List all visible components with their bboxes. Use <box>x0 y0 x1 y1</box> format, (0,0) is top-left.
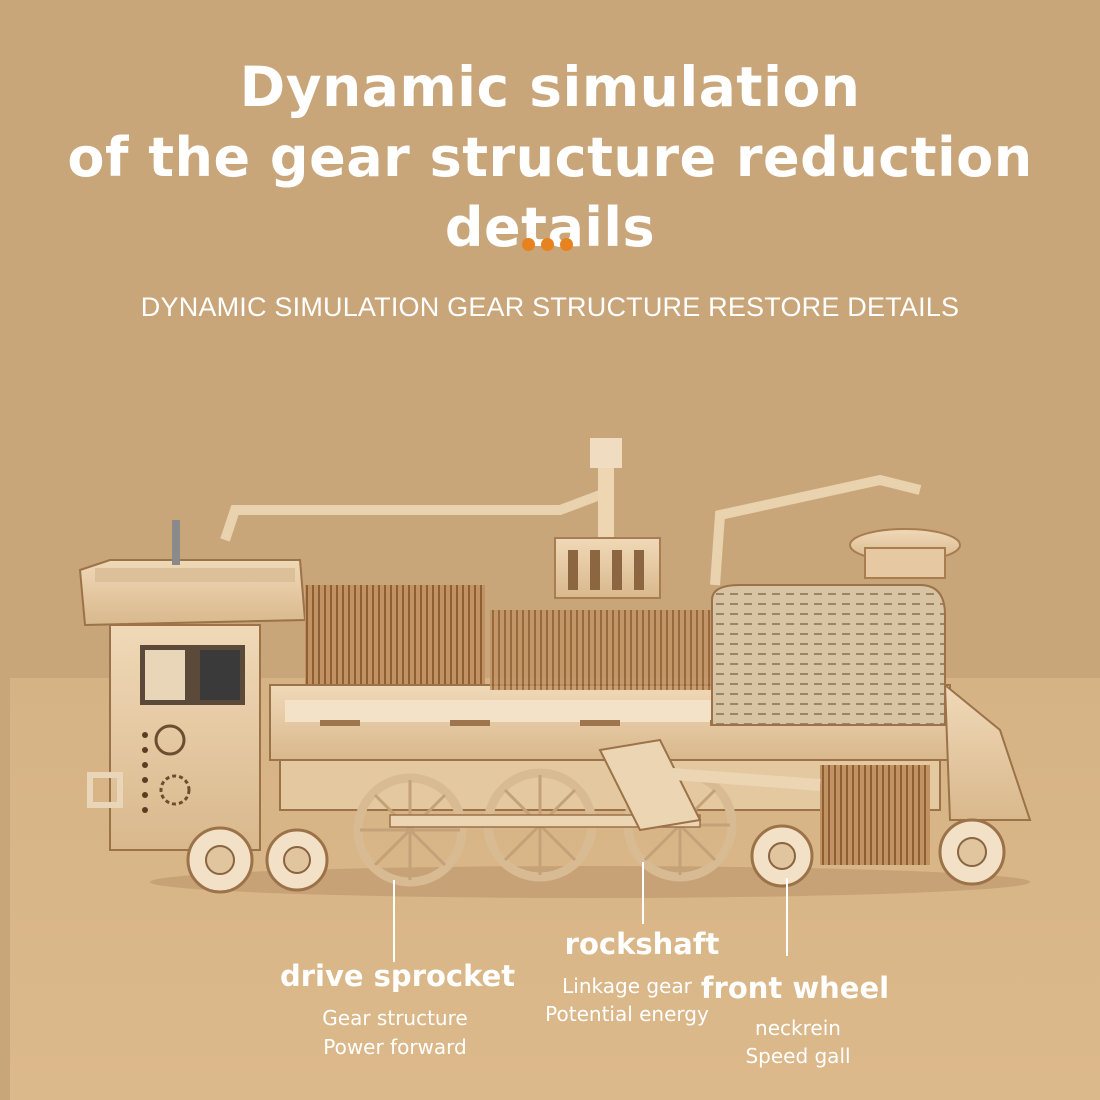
drive-sprocket-line-2: Power forward <box>323 1035 467 1059</box>
drive-sprocket-heading: drive sprocket <box>280 959 516 993</box>
accent-dot <box>541 238 554 251</box>
accent-dot <box>522 238 535 251</box>
title-line-1: Dynamic simulation <box>239 55 861 119</box>
accent-dot <box>560 238 573 251</box>
drive-sprocket-line-1: Gear structure <box>322 1006 468 1030</box>
subtitle: DYNAMIC SIMULATION GEAR STRUCTURE RESTOR… <box>140 292 960 322</box>
drive-sprocket-leader-line <box>393 880 395 962</box>
front-wheel-line-2: Speed gall <box>745 1044 851 1068</box>
wall-edge <box>0 678 10 1100</box>
rockshaft-heading: rockshaft <box>564 927 720 961</box>
front-wheel-line-1: neckrein <box>755 1016 841 1040</box>
title-line-2: of the gear structure reduction details <box>67 126 1033 259</box>
rockshaft-line-2: Potential energy <box>545 1002 709 1026</box>
accent-dots <box>522 238 582 252</box>
front-wheel-heading: front wheel <box>700 971 890 1005</box>
rockshaft-line-1: Linkage gear <box>562 974 692 998</box>
front-wheel-leader-line <box>786 878 788 956</box>
rockshaft-leader-line <box>642 862 644 924</box>
wooden-locomotive-model <box>78 438 1032 898</box>
